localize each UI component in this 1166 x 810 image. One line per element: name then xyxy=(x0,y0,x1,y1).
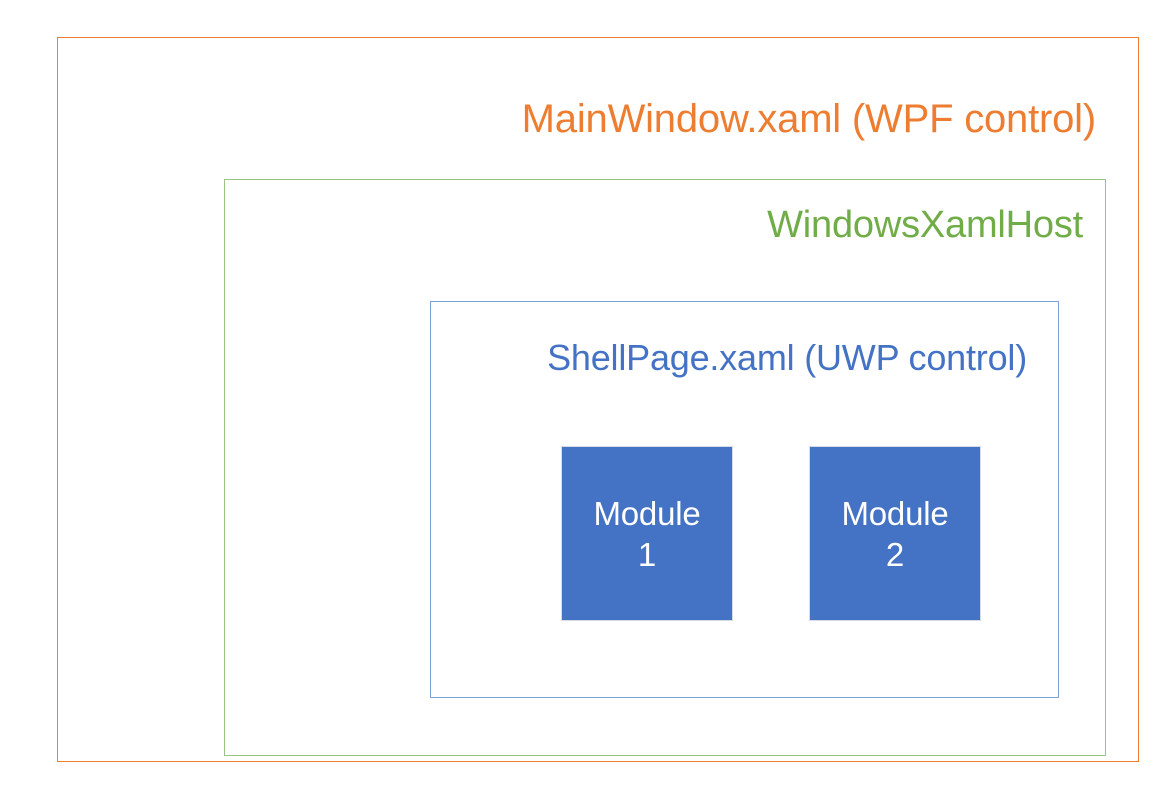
wpf-mainwindow-label: MainWindow.xaml (WPF control) xyxy=(521,97,1097,141)
windowsxamlhost-container: WindowsXamlHost ShellPage.xaml (UWP cont… xyxy=(224,179,1106,756)
uwp-shellpage-container: ShellPage.xaml (UWP control) Module 1 Mo… xyxy=(430,301,1059,698)
windowsxamlhost-label: WindowsXamlHost xyxy=(767,204,1083,246)
module-row: Module 1 Module 2 xyxy=(431,302,1058,697)
module-box-1: Module 1 xyxy=(561,446,733,621)
module-2-number: 2 xyxy=(885,535,905,573)
module-box-2: Module 2 xyxy=(809,446,981,621)
module-1-name: Module xyxy=(593,494,701,532)
module-2-name: Module xyxy=(841,494,949,532)
wpf-mainwindow-container: MainWindow.xaml (WPF control) WindowsXam… xyxy=(57,37,1139,762)
module-1-number: 1 xyxy=(637,535,657,573)
uwp-shellpage-label: ShellPage.xaml (UWP control) xyxy=(547,337,1027,378)
